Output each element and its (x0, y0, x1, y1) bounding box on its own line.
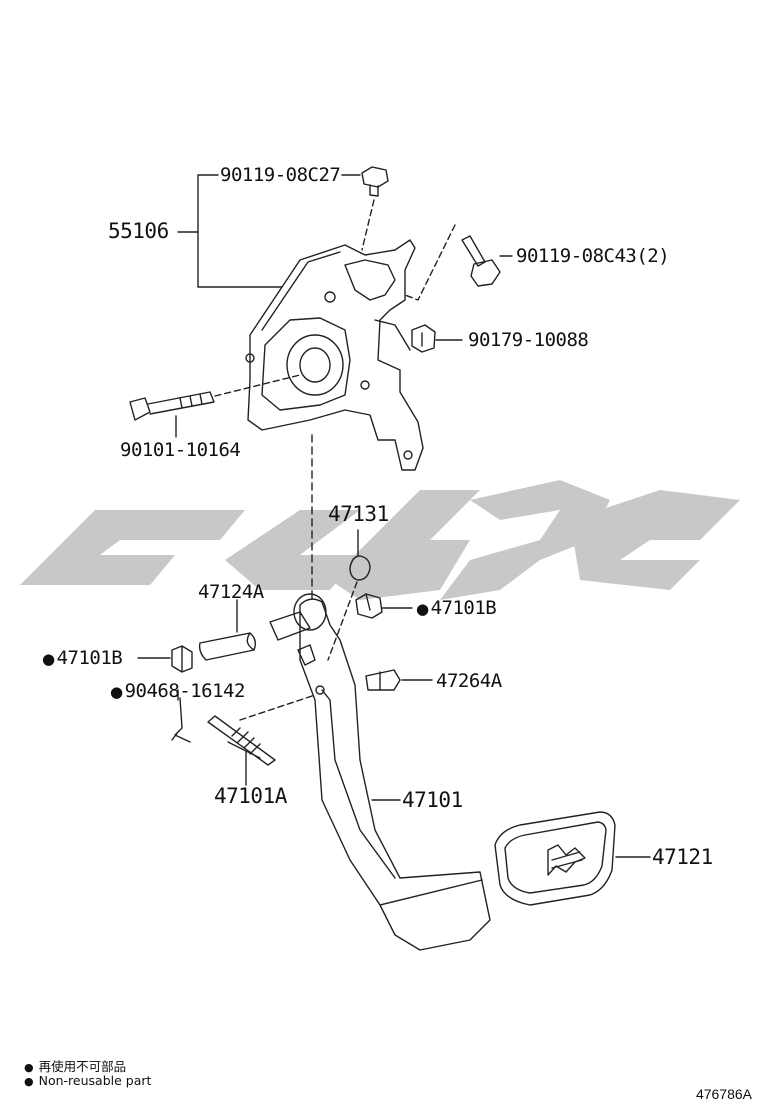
part-label-90119-08C43: 90119-08C43(2) (516, 245, 670, 267)
legend-bullet: ● (24, 1061, 34, 1074)
part-label-55106: 55106 (108, 219, 169, 243)
legend-bullet: ● (24, 1075, 34, 1088)
part-label-90101-10164: 90101-10164 (120, 439, 241, 461)
brake-pedal-47101 (293, 593, 491, 951)
pin-47264A (365, 669, 401, 691)
part-label-47101: 47101 (402, 788, 463, 812)
non-reusable-marker: ● (42, 650, 55, 668)
part-label-90119-08C27: 90119-08C27 (220, 164, 341, 186)
stopper-47131 (349, 555, 371, 581)
non-reusable-marker: ● (416, 600, 429, 618)
pedal-pad-47121 (494, 811, 616, 906)
legend-line-japanese: ●再使用不可部品 (24, 1059, 127, 1074)
leader-55106 (177, 174, 283, 288)
bolt-90119-08C27 (361, 166, 389, 197)
part-label-90468-16142: ●90468-16142 (110, 680, 245, 702)
dash-line-long-bolt (214, 374, 301, 397)
dash-line-right-bolt (404, 224, 456, 301)
dash-line-stopper (327, 581, 358, 661)
bushing-47101B-left (171, 645, 193, 673)
bolt-90101-10164 (129, 391, 215, 421)
bushing-47101B-right (355, 593, 383, 619)
part-label-47101B-left: ●47101B (42, 647, 123, 669)
figure-id: 476786A (695, 1086, 752, 1102)
part-label-47101B-right: ●47101B (416, 597, 497, 619)
clip-90468-16142 (171, 697, 191, 743)
dash-line-spring (239, 694, 316, 721)
part-label-47264A: 47264A (436, 670, 502, 692)
dash-line-top-bolt (361, 199, 375, 251)
part-label-47124A: 47124A (198, 581, 264, 603)
part-label-47121: 47121 (652, 845, 713, 869)
nut-90179-10088 (411, 324, 436, 353)
bushing-47124A (198, 632, 257, 661)
spring-47101A (207, 715, 276, 766)
watermark-logo (20, 480, 740, 600)
part-label-47131: 47131 (328, 502, 389, 526)
non-reusable-marker: ● (110, 683, 123, 701)
legend-line-english: ●Non-reusable part (24, 1073, 152, 1088)
part-label-90179-10088: 90179-10088 (468, 329, 589, 351)
collar-left (269, 611, 311, 641)
bolt-90119-08C43 (461, 235, 501, 287)
pedal-bracket-55106 (245, 239, 424, 471)
part-label-47101A: 47101A (214, 784, 287, 808)
